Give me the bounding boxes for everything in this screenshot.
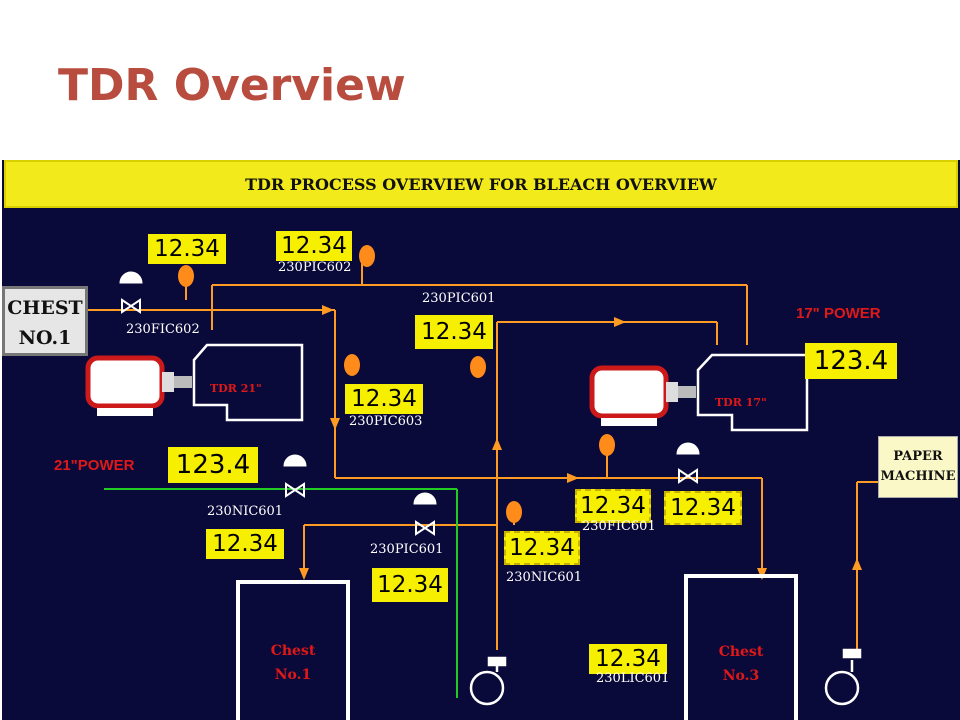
chest-no1-source[interactable]: CHEST NO.1 bbox=[2, 286, 88, 356]
fic601-sensor-icon bbox=[599, 434, 615, 456]
valve-actuator-icon bbox=[413, 492, 437, 505]
refiner-17-icon bbox=[696, 353, 809, 432]
tank1-line2: No.1 bbox=[274, 667, 312, 683]
piping-diagram bbox=[85, 245, 878, 706]
paper-machine[interactable]: PAPER MACHINE bbox=[878, 436, 958, 498]
power-line-21 bbox=[104, 488, 458, 698]
lic601-readout[interactable]: 12.34 bbox=[589, 644, 667, 674]
power-17-readout[interactable]: 123.4 bbox=[805, 343, 897, 379]
pic601-sensor-icon bbox=[470, 356, 486, 378]
paper-label-line1: PAPER bbox=[893, 449, 943, 464]
motor-17-icon bbox=[589, 365, 696, 426]
fic601-tag: 230FIC601 bbox=[582, 519, 656, 534]
tank3-line2: No.3 bbox=[722, 668, 760, 684]
pic603-readout[interactable]: 12.34 bbox=[345, 384, 423, 414]
pic602-sensor-icon bbox=[359, 245, 375, 267]
fic601-right-readout[interactable]: 12.34 bbox=[664, 491, 742, 525]
pump-1-icon bbox=[469, 670, 505, 706]
pic603-tag: 230PIC603 bbox=[349, 414, 423, 429]
chest-no3-tank[interactable]: Chest No.3 bbox=[684, 574, 798, 720]
pic601-readout[interactable]: 12.34 bbox=[415, 315, 493, 349]
tank1-line1: Chest bbox=[270, 643, 316, 659]
fic602-tag: 230FIC602 bbox=[126, 322, 200, 337]
nic601b-readout[interactable]: 12.34 bbox=[504, 531, 580, 565]
process-overview-panel: TDR PROCESS OVERVIEW FOR BLEACH OVERVIEW… bbox=[2, 160, 960, 720]
tank3-line1: Chest bbox=[718, 644, 764, 660]
nic601-sensor-icon bbox=[506, 501, 522, 523]
motor-21-icon bbox=[85, 355, 192, 416]
pic602-readout[interactable]: 12.34 bbox=[276, 231, 352, 261]
panel-header: TDR PROCESS OVERVIEW FOR BLEACH OVERVIEW bbox=[4, 160, 958, 208]
power-21-label: 21"POWER bbox=[54, 457, 135, 474]
power-17-label: 17" POWER bbox=[796, 305, 881, 322]
pic601b-tag: 230PIC601 bbox=[370, 542, 444, 557]
fic602-sensor-icon bbox=[178, 265, 194, 287]
page-title: TDR Overview bbox=[58, 60, 406, 111]
valve-actuator-icon bbox=[676, 442, 700, 455]
chest-no1-tank[interactable]: Chest No.1 bbox=[236, 580, 350, 720]
chest-label-line2: NO.1 bbox=[18, 327, 72, 349]
nic601-tag: 230NIC601 bbox=[207, 504, 284, 519]
pump-3-icon bbox=[824, 670, 860, 706]
refiner-21-label: TDR 21" bbox=[210, 382, 262, 395]
pic601b-readout[interactable]: 12.34 bbox=[372, 568, 448, 602]
pic602-tag: 230PIC602 bbox=[278, 260, 352, 275]
power-21-readout[interactable]: 123.4 bbox=[168, 447, 258, 483]
refiner-21-icon bbox=[192, 343, 304, 422]
lic601-tag: 230LIC601 bbox=[596, 671, 670, 686]
valve-actuator-icon bbox=[119, 271, 143, 284]
pic603-sensor-icon bbox=[344, 354, 360, 376]
paper-label-line2: MACHINE bbox=[880, 469, 956, 484]
fic602-readout[interactable]: 12.34 bbox=[148, 234, 226, 264]
pic601-tag: 230PIC601 bbox=[422, 291, 496, 306]
chest-label-line1: CHEST bbox=[7, 297, 83, 319]
nic601-readout[interactable]: 12.34 bbox=[206, 529, 284, 559]
refiner-17-label: TDR 17" bbox=[715, 396, 767, 409]
nic601b-tag: 230NIC601 bbox=[506, 570, 583, 585]
fic601-readout[interactable]: 12.34 bbox=[575, 489, 651, 523]
valve-actuator-icon bbox=[283, 454, 307, 467]
